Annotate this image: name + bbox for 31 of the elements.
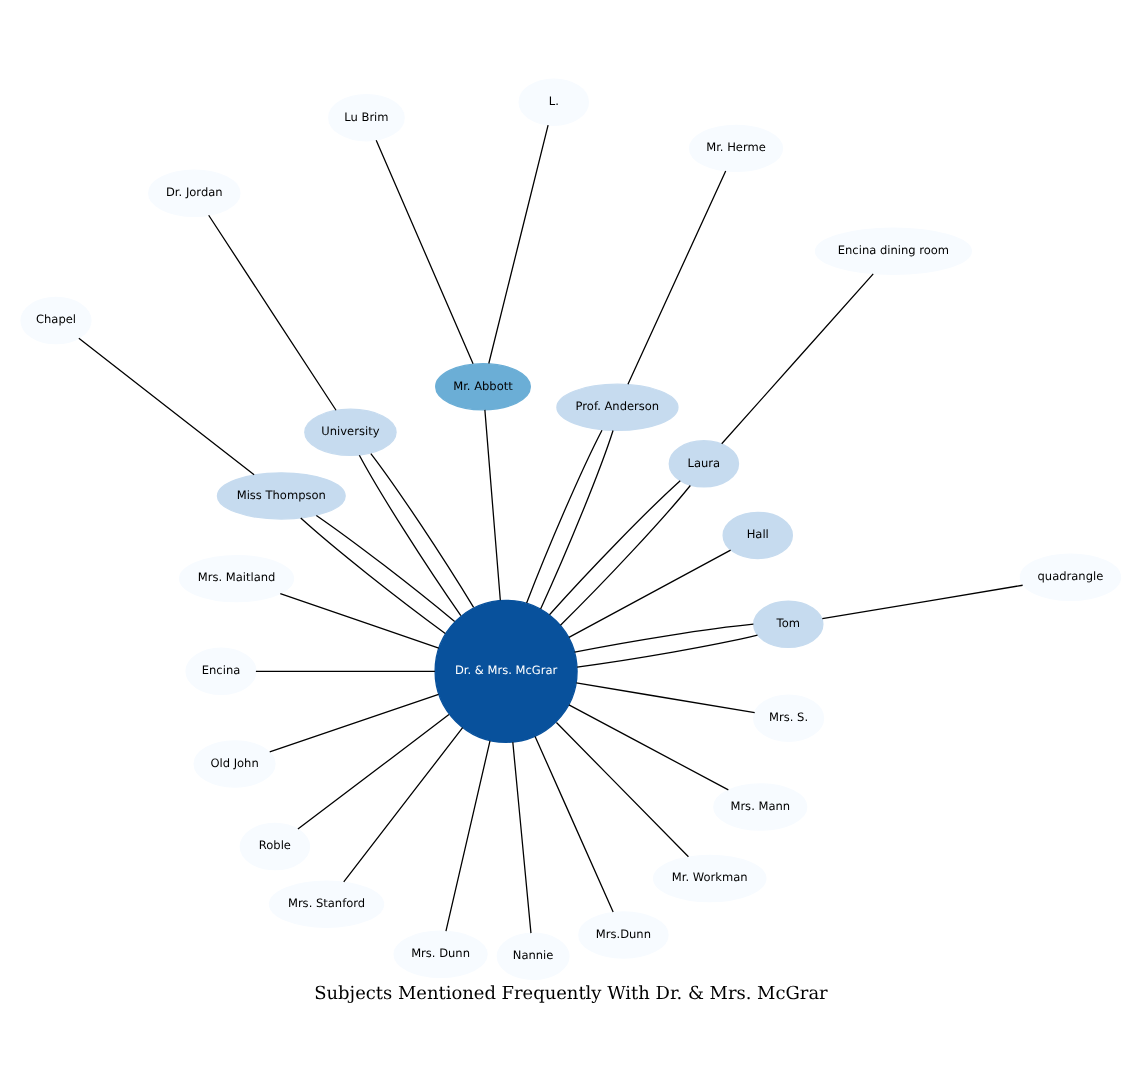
connector (484, 408, 501, 600)
connector (300, 516, 446, 634)
connector (343, 726, 464, 882)
connector (375, 138, 474, 364)
connector (358, 453, 462, 616)
connector (445, 739, 491, 931)
connector (526, 428, 603, 603)
connector (721, 272, 874, 444)
connector (573, 622, 754, 652)
connector (539, 428, 614, 609)
connector (627, 169, 727, 384)
connector (548, 479, 681, 615)
connector (512, 740, 532, 933)
connector (576, 633, 759, 667)
connector (575, 681, 756, 713)
connector (315, 513, 456, 622)
connector (821, 583, 1024, 619)
connector (488, 123, 549, 364)
connector (568, 703, 729, 790)
connector (269, 692, 440, 752)
connector (279, 592, 440, 648)
connector (534, 734, 614, 912)
connector (255, 669, 436, 671)
connector (555, 720, 690, 857)
connector (559, 483, 691, 625)
connector (370, 451, 475, 608)
connector (297, 712, 450, 829)
connector (568, 548, 732, 637)
connector (78, 336, 255, 475)
connector (208, 213, 337, 410)
diagram-title: Subjects Mentioned Frequently With Dr. & Mrs. McGrar (314, 983, 828, 1004)
